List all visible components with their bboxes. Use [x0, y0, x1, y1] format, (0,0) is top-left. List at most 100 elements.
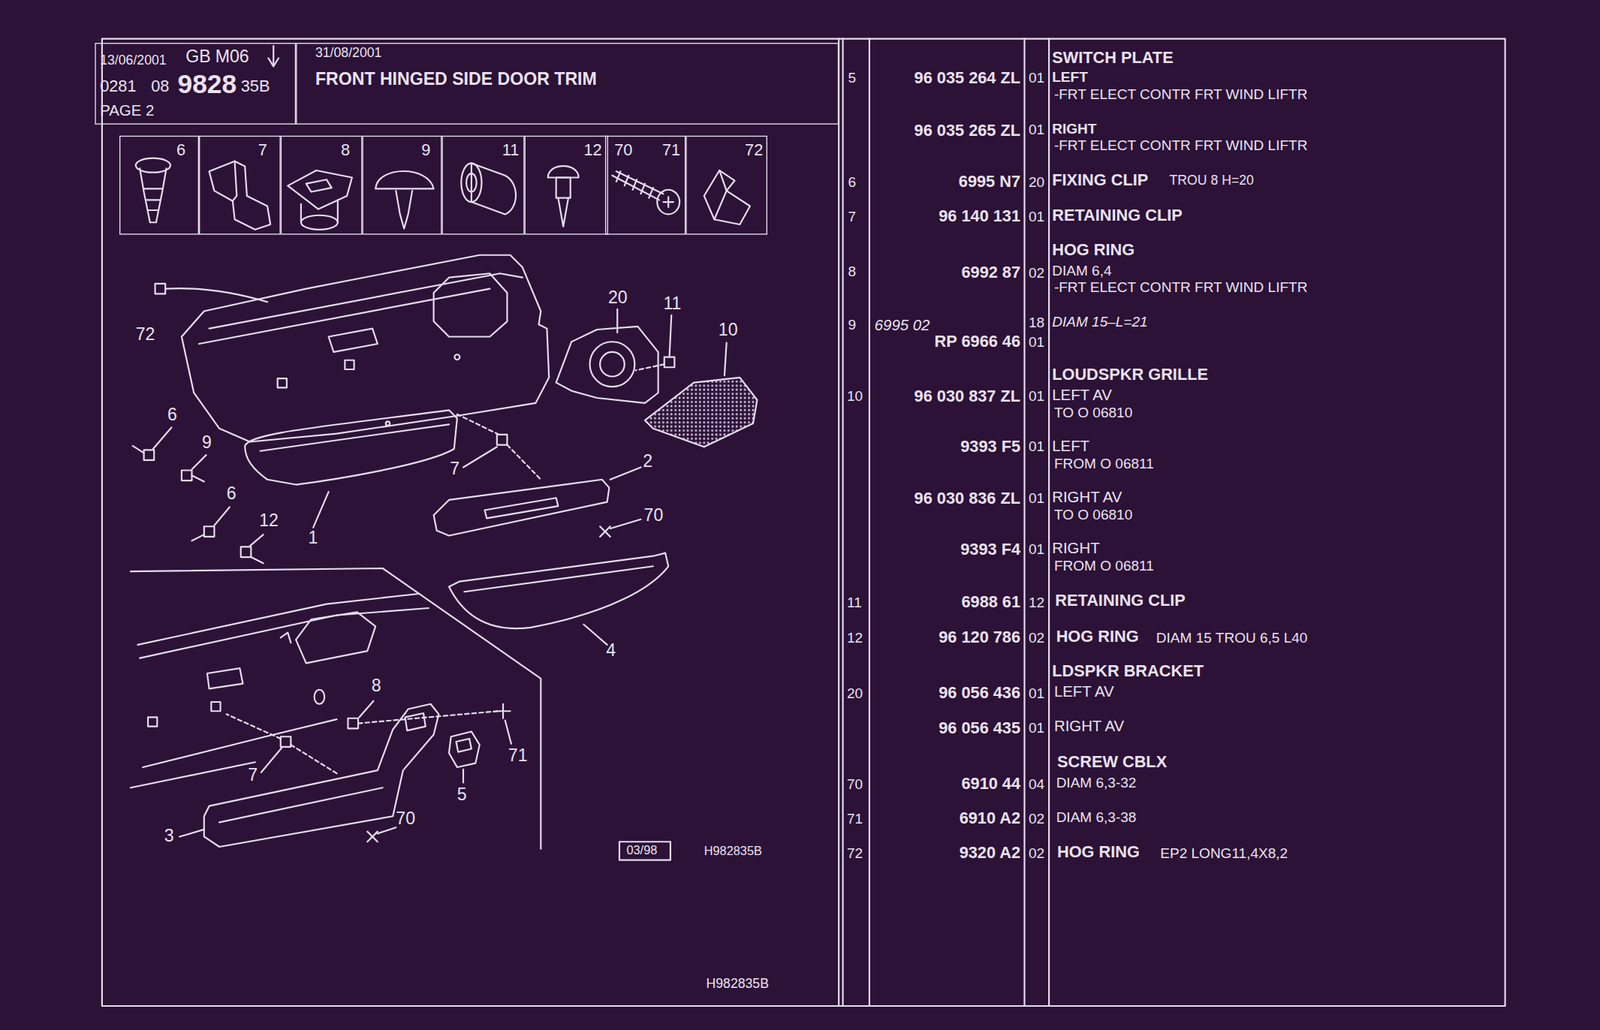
drawing-reference: H982835B [705, 976, 769, 992]
callout-number: 71 [662, 141, 681, 160]
callout-number: 2 [642, 451, 653, 473]
page-frame [102, 39, 1506, 1007]
table-cell: 20 [1028, 173, 1045, 190]
callout-number: 70 [395, 809, 416, 830]
table-cell: RETAINING CLIP [1054, 591, 1186, 611]
table-cell: 01 [1028, 207, 1045, 225]
header-text: 13/06/2001 [99, 53, 166, 69]
table-cell: 96 120 786 [938, 628, 1021, 648]
icon-cell: 11 [441, 135, 525, 236]
table-cell: 01 [1028, 121, 1045, 139]
table-cell: 72 [846, 844, 863, 862]
table-cell: 96 056 436 [938, 683, 1021, 703]
table-cell: HOG RING [1051, 241, 1135, 260]
table-cell: 96 030 836 ZL [914, 489, 1021, 509]
callout-number: 9 [201, 432, 212, 453]
handle-insert [433, 479, 610, 537]
table-cell: DIAM 6,3-38 [1056, 809, 1137, 826]
table-cell: 01 [1028, 684, 1045, 702]
table-cell: 02 [1028, 810, 1045, 827]
table-cell: LEFT AV [1054, 682, 1115, 700]
callout-number: 20 [608, 287, 628, 308]
callout-number: 70 [644, 506, 664, 527]
drawing-reference: H982835B [704, 844, 763, 859]
table-cell: 01 [1028, 489, 1045, 507]
table-cell: 11 [846, 593, 862, 611]
table-cell: TO O 06810 [1054, 403, 1133, 421]
table-cell: LEFT AV [1051, 385, 1112, 404]
header-text: M06 [215, 47, 250, 68]
table-cell: 6988 61 [961, 593, 1021, 612]
table-cell: -FRT ELECT CONTR FRT WIND LIFTR [1054, 136, 1308, 154]
table-cell: 7 [847, 207, 856, 225]
header-text: FRONT HINGED SIDE DOOR TRIM [315, 69, 597, 90]
speaker-ring [590, 341, 636, 387]
table-cell: 96 035 265 ZL [914, 121, 1021, 141]
speaker-grille [644, 377, 757, 447]
table-cell: 01 [1028, 719, 1045, 736]
header-text: PAGE 2 [99, 101, 154, 119]
armrest [448, 553, 669, 629]
table-cell: 02 [1028, 844, 1045, 862]
callout-number: 7 [247, 765, 258, 786]
callout-number: 11 [502, 141, 520, 160]
callout-number: 1 [307, 528, 318, 549]
table-cell: RP 6966 46 [934, 332, 1021, 352]
table-cell: RIGHT AV [1051, 488, 1122, 506]
icon-cell: 70 71 [605, 135, 686, 236]
table-cell: SCREW CBLX [1057, 753, 1167, 772]
callout-number: 5 [457, 784, 468, 805]
table-rule [837, 39, 840, 1007]
table-cell: LEFT [1051, 68, 1088, 85]
table-cell: 02 [1028, 264, 1045, 281]
speaker-ring [599, 352, 625, 377]
table-cell: 18 [1028, 314, 1045, 332]
callout-number: 12 [259, 511, 279, 532]
armrest-edge [464, 566, 653, 592]
callout-number: 7 [258, 141, 268, 160]
handle-slot [485, 497, 559, 519]
callout-number: 12 [583, 141, 602, 160]
header-arrow [268, 45, 279, 67]
leader-lines [132, 283, 727, 861]
header-text: 0281 [99, 77, 136, 97]
table-cell: -FRT ELECT CONTR FRT WIND LIFTR [1054, 278, 1308, 296]
table-cell: 5 [847, 69, 856, 86]
table-cell: 9393 F4 [960, 540, 1021, 560]
callout-number: 10 [718, 320, 739, 341]
table-cell: 9 [847, 316, 856, 333]
table-cell: DIAM 6,4 [1051, 262, 1112, 279]
table-rule [868, 39, 871, 1007]
icon-cell: 12 [524, 135, 609, 236]
callout-number: 70 [614, 141, 633, 160]
window-switch [448, 731, 480, 768]
table-cell: RIGHT [1051, 539, 1100, 557]
callout-number: 3 [164, 826, 175, 847]
header-text: 35B [241, 77, 271, 97]
table-cell: 96 035 264 ZL [914, 69, 1021, 88]
callout-number: 6 [176, 141, 186, 160]
table-cell: 01 [1028, 437, 1045, 455]
table-cell: DIAM 15–L=21 [1051, 313, 1148, 330]
title-box: 31/08/2001FRONT HINGED SIDE DOOR TRIM [295, 42, 839, 125]
table-cell: 01 [1028, 69, 1045, 86]
callout-number: 6 [167, 405, 178, 426]
callout-number: 72 [135, 324, 156, 345]
callout-number: 71 [508, 745, 528, 766]
table-cell: 01 [1028, 540, 1045, 558]
fastener-icons [135, 158, 751, 230]
table-cell: 96 056 435 [938, 719, 1021, 739]
table-cell: HOG RING [1057, 843, 1140, 862]
table-cell: FROM O 06811 [1054, 557, 1155, 574]
table-rule [841, 39, 844, 1007]
table-cell: DIAM 6,3-32 [1056, 774, 1137, 792]
table-cell: 10 [846, 387, 863, 404]
table-cell: 96 030 837 ZL [914, 387, 1021, 407]
header-text: GB [185, 47, 211, 68]
lower-door-panel [130, 593, 429, 788]
table-cell: HOG RING [1056, 627, 1139, 647]
header-text: 31/08/2001 [315, 45, 382, 61]
table-cell: 12 [1028, 593, 1045, 611]
table-cell: 02 [1028, 629, 1045, 647]
